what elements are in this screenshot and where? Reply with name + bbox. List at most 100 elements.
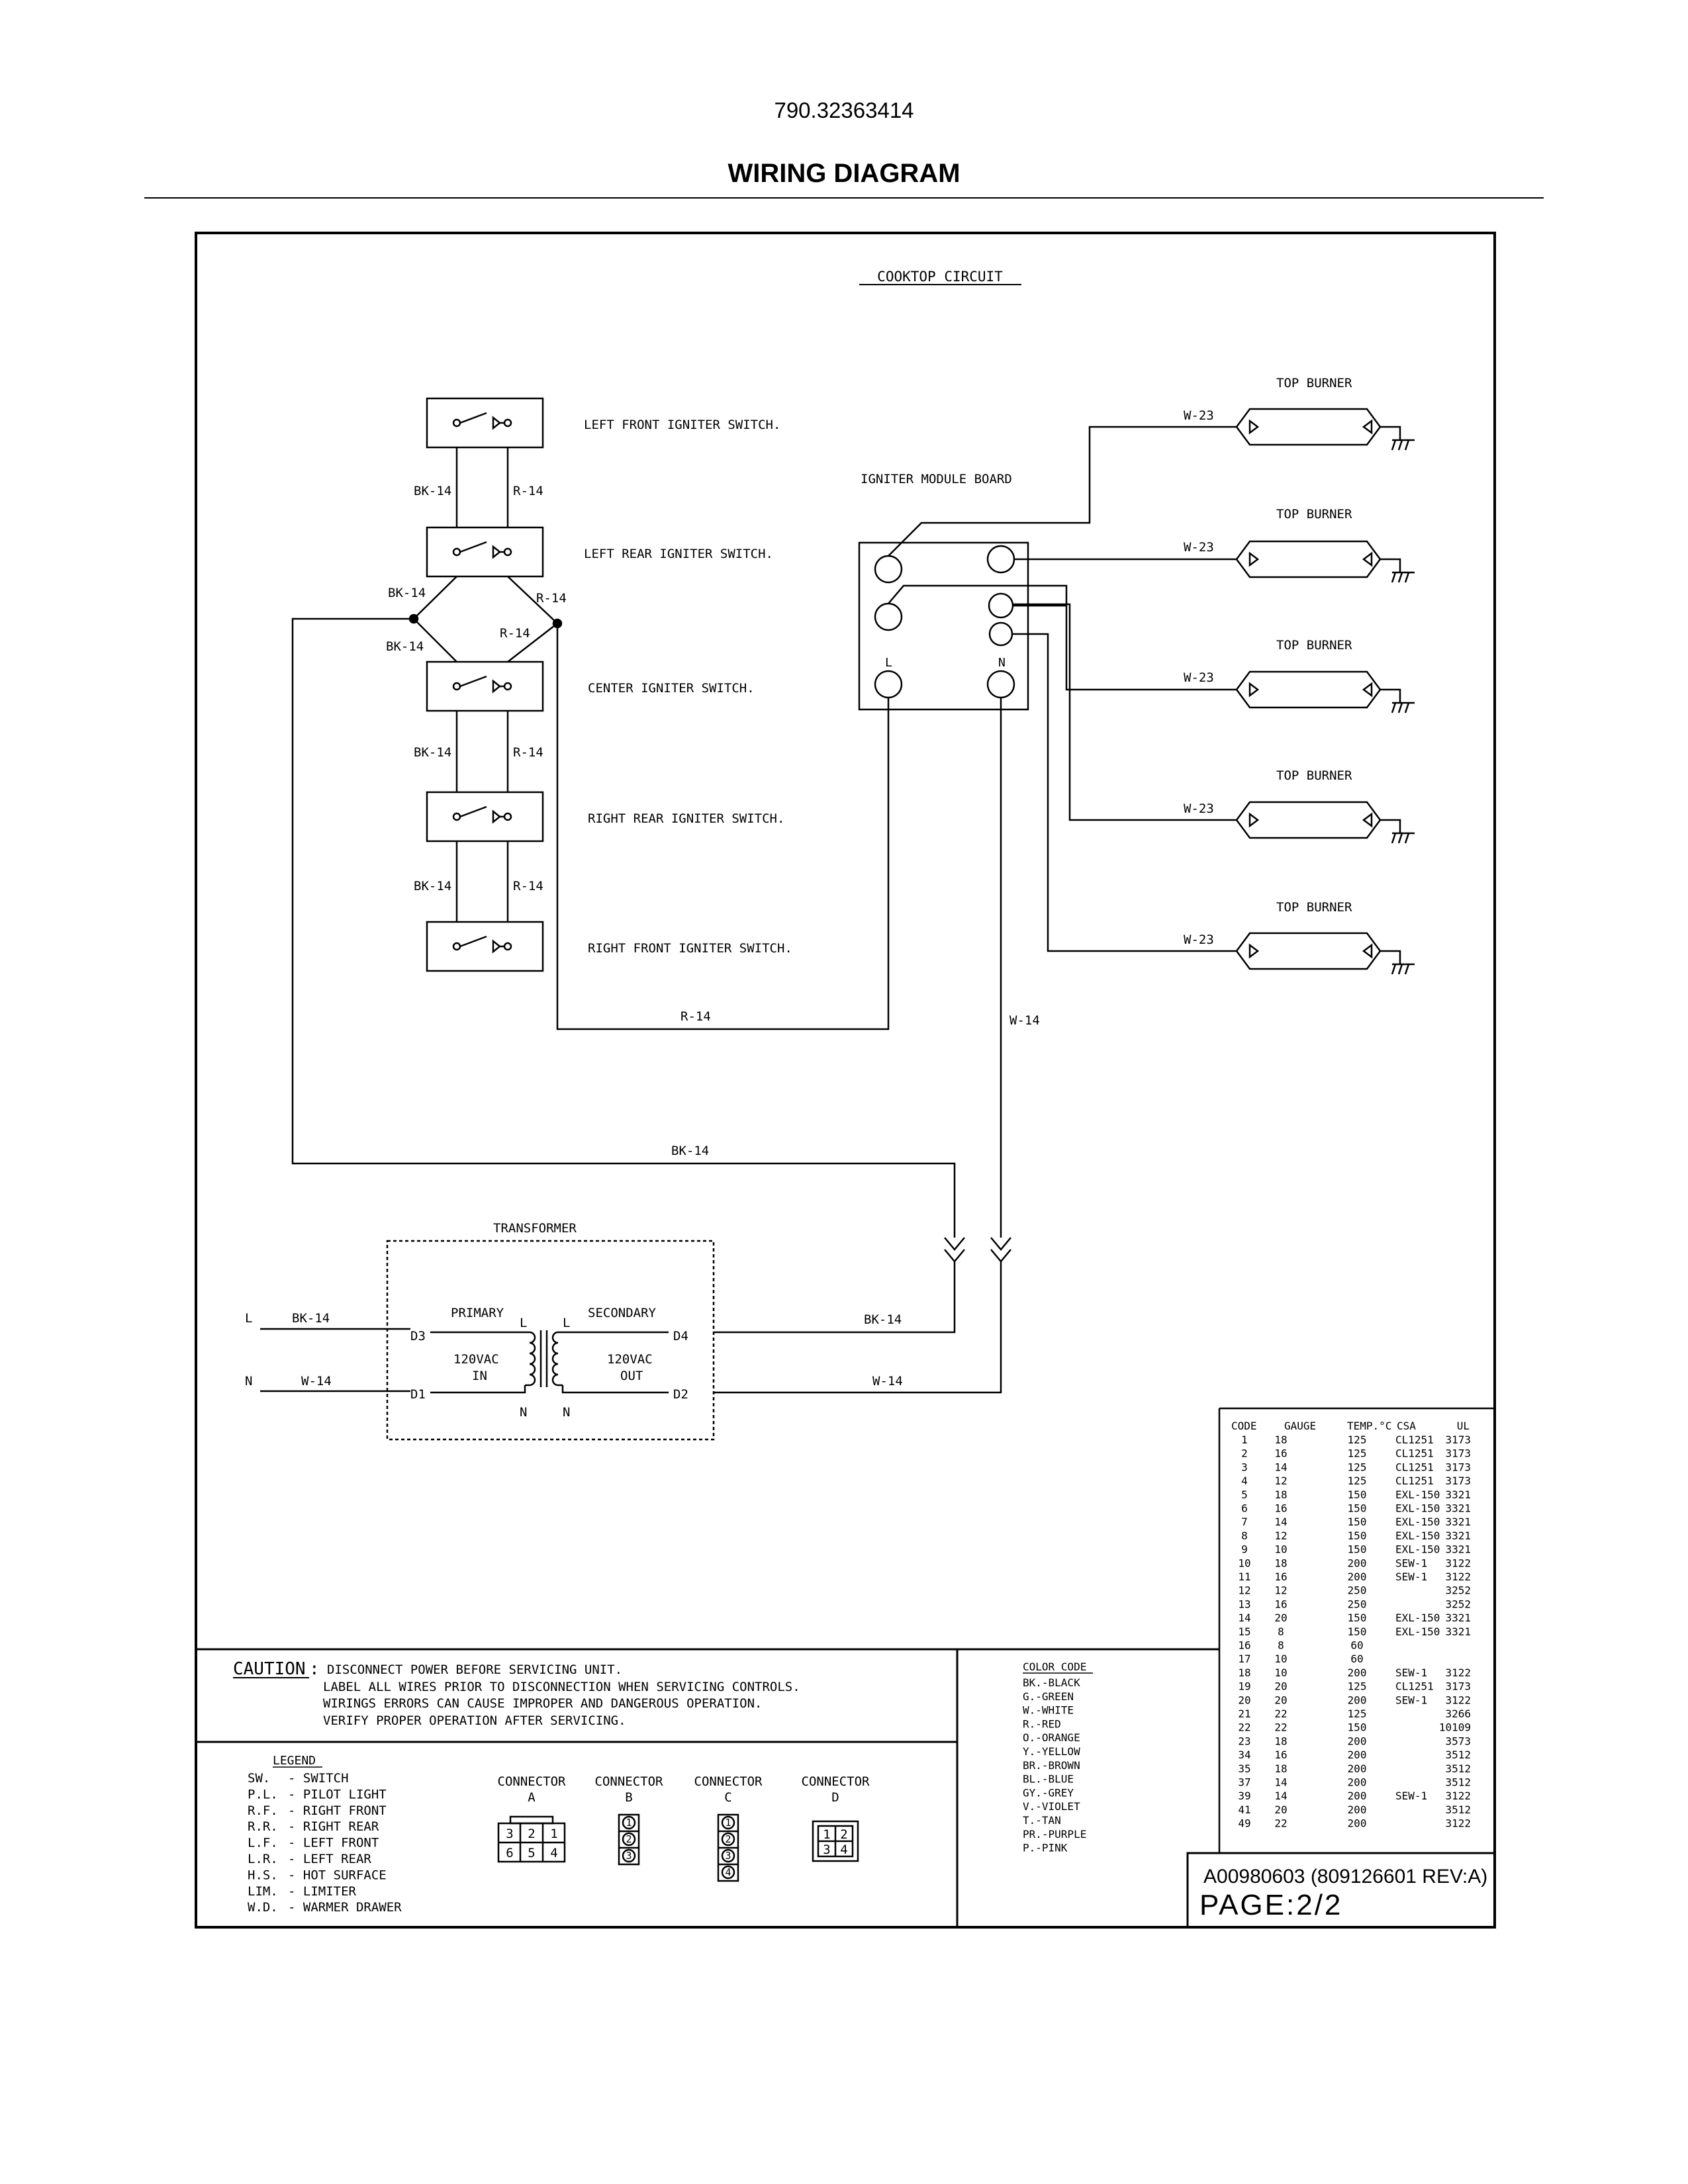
wire-table-cell: 3252 xyxy=(1445,1584,1471,1597)
color-code-item: BK.-BLACK xyxy=(1023,1676,1080,1689)
legend-abbr: LIM. xyxy=(248,1884,278,1899)
wire-label: R-14 xyxy=(680,1009,711,1024)
switch-label-center: CENTER IGNITER SWITCH. xyxy=(588,681,755,696)
wire-table-cell: 18 xyxy=(1274,1488,1287,1501)
wire-table-cell: 200 xyxy=(1348,1790,1367,1802)
module-line-label: L xyxy=(885,656,892,670)
legend-abbr: R.F. xyxy=(248,1803,278,1818)
wire-table-cell: 150 xyxy=(1348,1516,1367,1528)
wire-table-cell: CL1251 xyxy=(1395,1680,1434,1693)
color-code-list: BK.-BLACKG.-GREENW.-WHITER.-REDO.-ORANGE… xyxy=(1023,1676,1086,1854)
wire-table-cell: 22 xyxy=(1274,1707,1287,1720)
wire-table-cell: 150 xyxy=(1348,1529,1367,1542)
wire-table-cell: 3321 xyxy=(1445,1502,1471,1515)
circuit-title: COOKTOP CIRCUIT xyxy=(877,269,1003,285)
wire-table-cell: 150 xyxy=(1348,1625,1367,1638)
connector-b-letter: B xyxy=(625,1790,632,1805)
wire-label: W-23 xyxy=(1184,540,1214,555)
connector-a-label: CONNECTOR xyxy=(498,1774,567,1789)
wire-table-cell: 150 xyxy=(1348,1502,1367,1515)
switch-label-left-front: LEFT FRONT IGNITER SWITCH. xyxy=(584,418,780,432)
wire-label: W-14 xyxy=(872,1374,903,1388)
bottom-panel-rules xyxy=(196,1648,1496,1929)
caution-line: VERIFY PROPER OPERATION AFTER SERVICING. xyxy=(323,1713,626,1728)
wire-label: W-23 xyxy=(1184,801,1214,816)
top-burner-1 xyxy=(1235,408,1415,451)
color-code-item: O.-ORANGE xyxy=(1023,1731,1080,1744)
wire-table-cell: 125 xyxy=(1348,1447,1367,1460)
page-title: WIRING DIAGRAM xyxy=(727,159,961,188)
document-page-number: PAGE:2/2 xyxy=(1199,1889,1342,1921)
caution-colon: : xyxy=(309,1659,320,1679)
legend-abbr: H.S. xyxy=(248,1868,278,1882)
wire-table-header: CODE xyxy=(1231,1420,1257,1432)
wire-table-cell: 16 xyxy=(1274,1749,1287,1761)
transformer-primary-label: PRIMARY xyxy=(451,1306,504,1320)
wire-table-cell: 200 xyxy=(1348,1817,1367,1830)
wire-table-cell: EXL-150 xyxy=(1395,1516,1440,1528)
wire-table-cell: 34 xyxy=(1238,1749,1250,1761)
wire-table-cell: 150 xyxy=(1348,1612,1367,1624)
connector-c-pin: 3 xyxy=(725,1850,731,1862)
wire-label: W-23 xyxy=(1184,408,1214,423)
connector-a-pin: 4 xyxy=(550,1846,557,1860)
switch-label-right-front: RIGHT FRONT IGNITER SWITCH. xyxy=(588,941,792,956)
legend-text: - SWITCH xyxy=(288,1771,349,1786)
wire-table-cell: 20 xyxy=(1274,1680,1287,1693)
wire-table-cell: 3573 xyxy=(1445,1735,1471,1747)
wire-table-cell: 20 xyxy=(1238,1694,1250,1706)
wire-table-cell: 3122 xyxy=(1445,1817,1471,1830)
wire-table-cell: 18 xyxy=(1238,1666,1250,1679)
module-neutral-label: N xyxy=(998,656,1006,670)
connector-c-letter: C xyxy=(724,1790,731,1805)
wire-table-cell: 20 xyxy=(1274,1694,1287,1706)
wire-table-cell: 8 xyxy=(1278,1639,1284,1652)
diagram-border xyxy=(195,232,1496,1929)
wire-table-cell: 39 xyxy=(1238,1790,1250,1802)
igniter-switch-right-front xyxy=(426,921,544,972)
color-code-item: PR.-PURPLE xyxy=(1023,1828,1086,1841)
wire-table-cell: 8 xyxy=(1278,1625,1284,1638)
wire-table-cell: 150 xyxy=(1348,1721,1367,1734)
supply-wiring xyxy=(260,1328,410,1392)
connector-d-diagram xyxy=(812,1820,859,1862)
color-code-item: R.-RED xyxy=(1023,1717,1061,1730)
wire-table-cell: 150 xyxy=(1348,1543,1367,1556)
legend-heading: LEGEND xyxy=(273,1754,316,1768)
wire-table-cell: 19 xyxy=(1238,1680,1250,1693)
connector-b-label: CONNECTOR xyxy=(595,1774,664,1789)
wire-table-cell: 14 xyxy=(1274,1790,1287,1802)
module-terminals xyxy=(874,545,1015,699)
wire-table-cell: 16 xyxy=(1238,1639,1250,1652)
wire-table-cell: 10 xyxy=(1238,1557,1250,1569)
color-code-heading: COLOR CODE xyxy=(1023,1661,1086,1673)
burner-label: TOP BURNER xyxy=(1276,900,1352,915)
wire-table-cell: 16 xyxy=(1274,1447,1287,1460)
connector-d-label: CONNECTOR xyxy=(802,1774,870,1789)
wire-table-cell: 22 xyxy=(1238,1721,1250,1734)
color-code-item: P.-PINK xyxy=(1023,1842,1068,1854)
transformer-terminal-d1: D1 xyxy=(410,1387,426,1402)
burner-label: TOP BURNER xyxy=(1276,507,1352,522)
wire-table-cell: 3173 xyxy=(1445,1475,1471,1487)
wire-table-cell: 10 xyxy=(1274,1666,1287,1679)
wire-table-cell: 18 xyxy=(1274,1433,1287,1446)
wire-label: R-14 xyxy=(513,745,543,760)
wire-label: BK-14 xyxy=(864,1312,902,1327)
legend-text: - RIGHT FRONT xyxy=(288,1803,387,1818)
wire-table-cell: 3173 xyxy=(1445,1447,1471,1460)
wire-table-cell: 125 xyxy=(1348,1680,1367,1693)
wire-table-cell: 150 xyxy=(1348,1488,1367,1501)
wire-table-cell: 12 xyxy=(1274,1475,1287,1487)
connector-b-pin: 1 xyxy=(626,1817,632,1829)
wire-label: W-23 xyxy=(1184,933,1214,947)
legend-text: - LIMITER xyxy=(288,1884,357,1899)
wire-table-cell: 200 xyxy=(1348,1570,1367,1583)
module-label: IGNITER MODULE BOARD xyxy=(861,472,1012,486)
connector-a-pin: 6 xyxy=(506,1846,513,1860)
transformer-out-voltage: 120VAC xyxy=(607,1352,653,1367)
switch-label-right-rear: RIGHT REAR IGNITER SWITCH. xyxy=(588,811,784,826)
